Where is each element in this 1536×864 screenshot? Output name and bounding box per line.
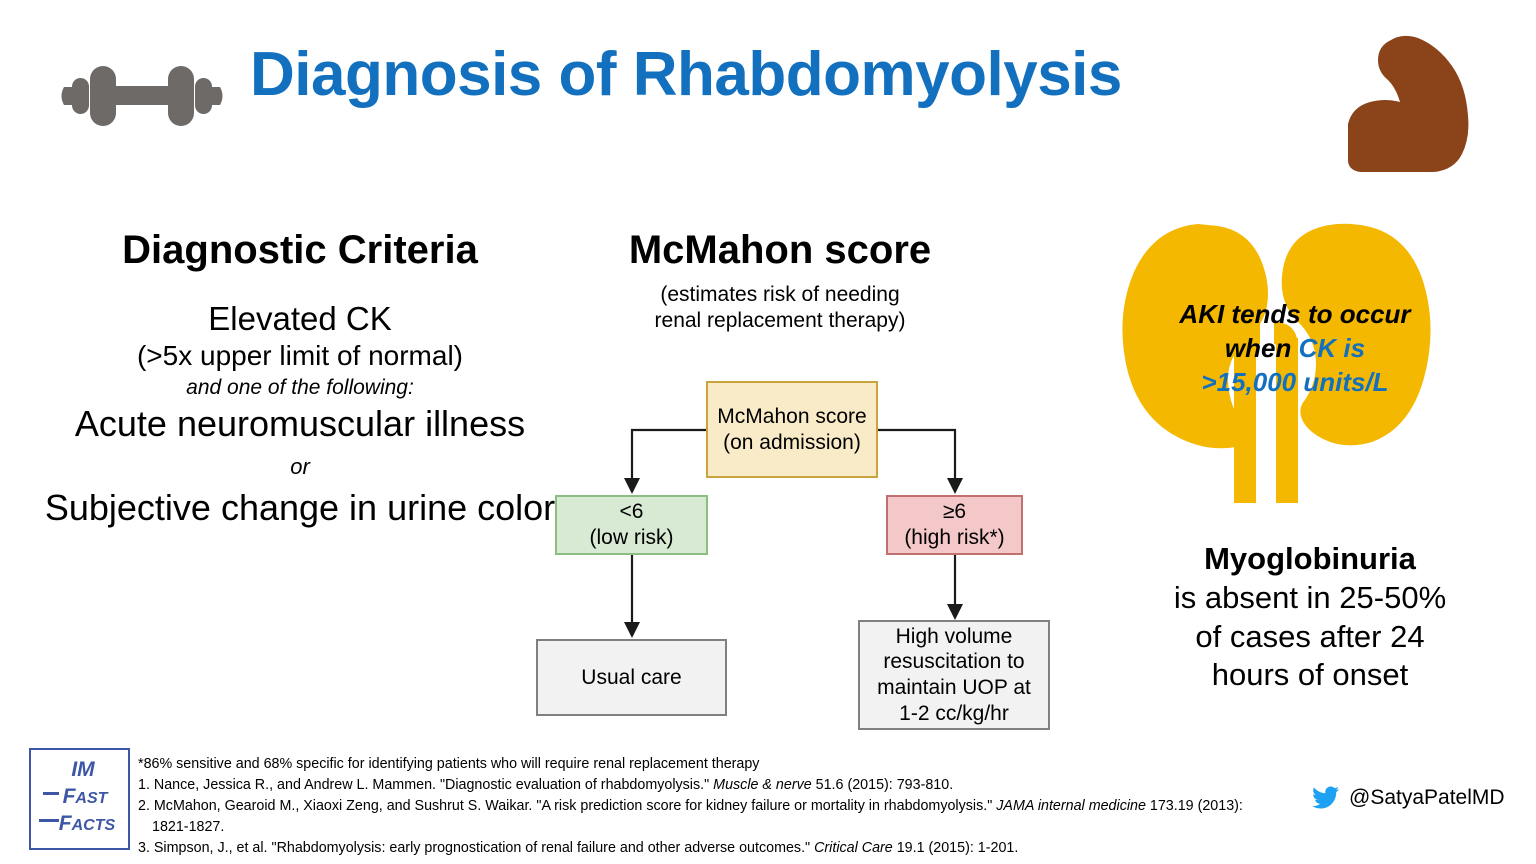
- flow-box-high-score: ≥6: [942, 500, 967, 524]
- svg-text:FACTS: FACTS: [59, 812, 116, 835]
- twitter-bird-icon: [1312, 786, 1340, 810]
- reference-2-journal: JAMA internal medicine: [996, 798, 1146, 815]
- myoglobinuria-line2: of cases after 24: [1195, 618, 1425, 654]
- criteria-heading: Diagnostic Criteria: [122, 228, 478, 272]
- mcmahon-subtitle-line1: (estimates risk of needing: [660, 283, 900, 306]
- reference-2: 2. McMahon, Gearoid M., Xiaoxi Zeng, and…: [138, 796, 1288, 817]
- flow-box-low-risk: <6 (low risk): [555, 495, 708, 555]
- kidney-note-threshold: >15,000 units/L: [1201, 366, 1389, 397]
- reference-3-pre: 3. Simpson, J., et al. "Rhabdomyolysis: …: [138, 840, 815, 857]
- kidney-note-line2-plain: when: [1224, 332, 1299, 363]
- twitter-handle[interactable]: @SatyaPatelMD: [1312, 786, 1536, 810]
- svg-text:IM: IM: [71, 758, 95, 781]
- flow-box-high-label: (high risk*): [904, 526, 1005, 549]
- myoglobinuria-title: Myoglobinuria: [1204, 541, 1416, 576]
- kidney-graphic: AKI tends to occur when CK is >15,000 un…: [1100, 218, 1536, 503]
- criteria-elevated-ck: Elevated CK: [208, 300, 392, 337]
- reference-1-post: 51.6 (2015): 793-810.: [811, 777, 954, 794]
- flow-box-resus-line3: maintain UOP at: [877, 676, 1031, 699]
- myoglobinuria-block: Myoglobinuria is absent in 25-50% of cas…: [1085, 540, 1535, 695]
- flow-box-low-score: <6: [619, 500, 644, 524]
- im-fast-facts-logo: IM FAST FACTS: [29, 748, 130, 850]
- twitter-handle-text: @SatyaPatelMD: [1349, 786, 1505, 809]
- mcmahon-subtitle: (estimates risk of needing renal replace…: [550, 282, 1010, 335]
- flow-box-low-label: (low risk): [589, 526, 674, 549]
- mcmahon-flowchart: McMahon score (on admission) <6 (low ris…: [520, 370, 1080, 730]
- flow-box-mcmahon-line1: McMahon score: [717, 404, 867, 428]
- criteria-option-neuromuscular: Acute neuromuscular illness: [74, 403, 526, 445]
- reference-3-post: 19.1 (2015): 1-201.: [892, 840, 1019, 857]
- criteria-connector-and: and one of the following:: [186, 375, 414, 399]
- flow-box-mcmahon-score: McMahon score (on admission): [706, 381, 878, 478]
- kidney-note-line2: when CK is: [1130, 332, 1460, 366]
- reference-3-journal: Critical Care: [814, 840, 893, 857]
- footnotes-block: *86% sensitive and 68% specific for iden…: [138, 754, 1288, 859]
- reference-2-continued: 1821-1827.: [152, 819, 225, 836]
- svg-text:FAST: FAST: [63, 785, 109, 808]
- page-title: Diagnosis of Rhabdomyolysis: [250, 40, 1122, 109]
- criteria-ck-threshold: (>5x upper limit of normal): [136, 339, 463, 371]
- kidney-note-line1: AKI tends to occur: [1179, 299, 1411, 329]
- reference-1-pre: 1. Nance, Jessica R., and Andrew L. Mamm…: [138, 777, 714, 794]
- reference-2-pre: 2. McMahon, Gearoid M., Xiaoxi Zeng, and…: [138, 798, 997, 815]
- criteria-option-urine-color: Subjective change in urine color: [44, 487, 556, 529]
- flow-box-resus-line4: 1-2 cc/kg/hr: [899, 701, 1009, 725]
- mcmahon-heading: McMahon score: [628, 228, 932, 272]
- flow-box-resuscitation: High volume resuscitation to maintain UO…: [858, 620, 1050, 730]
- kidney-note-ck: CK is: [1298, 332, 1366, 363]
- reference-1-journal: Muscle & nerve: [713, 777, 812, 794]
- myoglobinuria-line1: is absent in 25-50%: [1173, 579, 1447, 615]
- myoglobinuria-line3: hours of onset: [1211, 657, 1409, 693]
- reference-2-post: 173.19 (2013):: [1145, 798, 1243, 815]
- dumbbell-icon: [52, 40, 232, 150]
- kidney-aki-note: AKI tends to occur when CK is >15,000 un…: [1130, 298, 1460, 399]
- flow-box-usual-care-label: Usual care: [581, 665, 682, 689]
- mcmahon-subtitle-line2: renal replacement therapy): [654, 309, 906, 333]
- flexed-bicep-icon: [1338, 28, 1508, 173]
- flow-box-resus-line1: High volume: [895, 624, 1013, 648]
- reference-3: 3. Simpson, J., et al. "Rhabdomyolysis: …: [138, 838, 1288, 859]
- flow-box-mcmahon-line2: (on admission): [723, 430, 861, 454]
- criteria-body: Elevated CK (>5x upper limit of normal) …: [40, 300, 560, 529]
- flow-box-usual-care: Usual care: [536, 639, 727, 716]
- flow-box-resus-line2: resuscitation to: [883, 650, 1025, 674]
- reference-1: 1. Nance, Jessica R., and Andrew L. Mamm…: [138, 775, 1288, 796]
- flow-box-high-risk: ≥6 (high risk*): [886, 495, 1023, 555]
- footnote-asterisk: *86% sensitive and 68% specific for iden…: [138, 756, 760, 772]
- criteria-connector-or: or: [290, 453, 310, 479]
